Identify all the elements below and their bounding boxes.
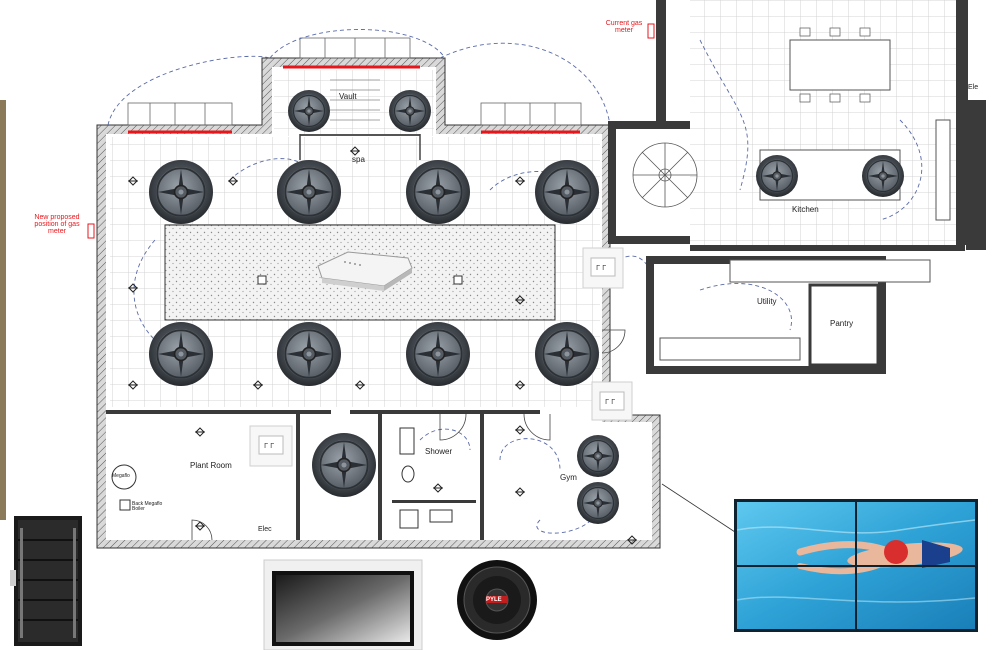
svg-text:Γ Γ: Γ Γ bbox=[264, 442, 274, 450]
ceiling-speaker-icon bbox=[577, 482, 619, 524]
room-label-elec: Elec bbox=[258, 526, 272, 533]
spa-divider bbox=[300, 134, 420, 136]
vanity bbox=[429, 509, 453, 523]
wall-keypad-icon: Γ Γ bbox=[249, 425, 293, 467]
ceiling-speaker-icon bbox=[149, 160, 213, 224]
room-label-shower: Shower bbox=[425, 447, 453, 456]
photo-edge-strip bbox=[0, 100, 6, 520]
ceiling-speaker-icon bbox=[406, 322, 470, 386]
room-label-ele: Ele bbox=[968, 84, 979, 91]
wall-keypad-icon: Γ Γ bbox=[582, 247, 624, 289]
proposed-gas-meter-marker bbox=[87, 223, 95, 239]
video-wall-icon bbox=[734, 499, 978, 632]
room-label-vault: Vault bbox=[339, 92, 357, 101]
room-label-gym: Gym bbox=[560, 473, 577, 482]
pool-fixture bbox=[453, 275, 463, 285]
room-label-spa: spa bbox=[352, 155, 365, 164]
room-label-kitchen: Kitchen bbox=[792, 205, 819, 214]
ceiling-speaker-icon bbox=[756, 155, 798, 197]
wall-keypad-icon: Γ Γ bbox=[591, 381, 633, 421]
light-well bbox=[127, 37, 582, 126]
subwoofer-brand-label: PYLE bbox=[486, 597, 502, 603]
ceiling-lights bbox=[128, 146, 637, 545]
current-gas-meter-marker bbox=[647, 23, 655, 39]
dining-chairs bbox=[799, 27, 871, 103]
megaflo-tank bbox=[111, 464, 137, 490]
ceiling-speaker-icon bbox=[862, 155, 904, 197]
vault-stairs bbox=[330, 79, 380, 121]
wireless-access-point-icon bbox=[317, 251, 413, 291]
boiler-label: Back Megaflo Boiler bbox=[132, 501, 163, 512]
door-swings bbox=[191, 329, 626, 541]
kitchen-wiring bbox=[699, 39, 923, 331]
basin bbox=[399, 509, 419, 529]
ceiling-speaker-icon bbox=[577, 435, 619, 477]
ceiling-speaker-icon bbox=[277, 160, 341, 224]
glazing-lines bbox=[128, 65, 580, 134]
ceiling-speaker-icon bbox=[149, 322, 213, 386]
interior-walls bbox=[106, 410, 540, 540]
room-label-pantry: Pantry bbox=[830, 319, 854, 328]
ceiling-speaker-icon bbox=[312, 433, 376, 497]
spiral-staircase bbox=[632, 142, 698, 208]
proposed-gas-meter-label: New proposed position of gas meter bbox=[34, 214, 80, 235]
svg-text:Γ Γ: Γ Γ bbox=[596, 264, 606, 272]
toilet bbox=[401, 465, 415, 483]
room-label-utility: Utility bbox=[757, 297, 777, 306]
ceiling-speaker-icon bbox=[288, 90, 330, 132]
current-gas-meter-label: Current gas meter bbox=[605, 20, 643, 34]
megaflo-label: Megaflo bbox=[112, 473, 130, 479]
av-rack-icon bbox=[10, 516, 82, 646]
kitchen-plan bbox=[608, 0, 986, 374]
boiler-unit bbox=[119, 499, 131, 511]
subwoofer-icon bbox=[457, 560, 537, 640]
pool-fixture bbox=[257, 275, 267, 285]
video-wall-callout bbox=[661, 483, 736, 533]
svg-text:Γ Γ: Γ Γ bbox=[605, 398, 615, 406]
tv-screen-icon bbox=[263, 559, 423, 650]
ceiling-speaker-icon bbox=[535, 160, 599, 224]
ceiling-speaker-icon bbox=[406, 160, 470, 224]
ceiling-speaker-icon bbox=[389, 90, 431, 132]
ceiling-speaker-icon bbox=[277, 322, 341, 386]
shower-tray bbox=[399, 427, 415, 455]
ceiling-speaker-icon bbox=[535, 322, 599, 386]
room-label-plant-room: Plant Room bbox=[190, 461, 232, 470]
